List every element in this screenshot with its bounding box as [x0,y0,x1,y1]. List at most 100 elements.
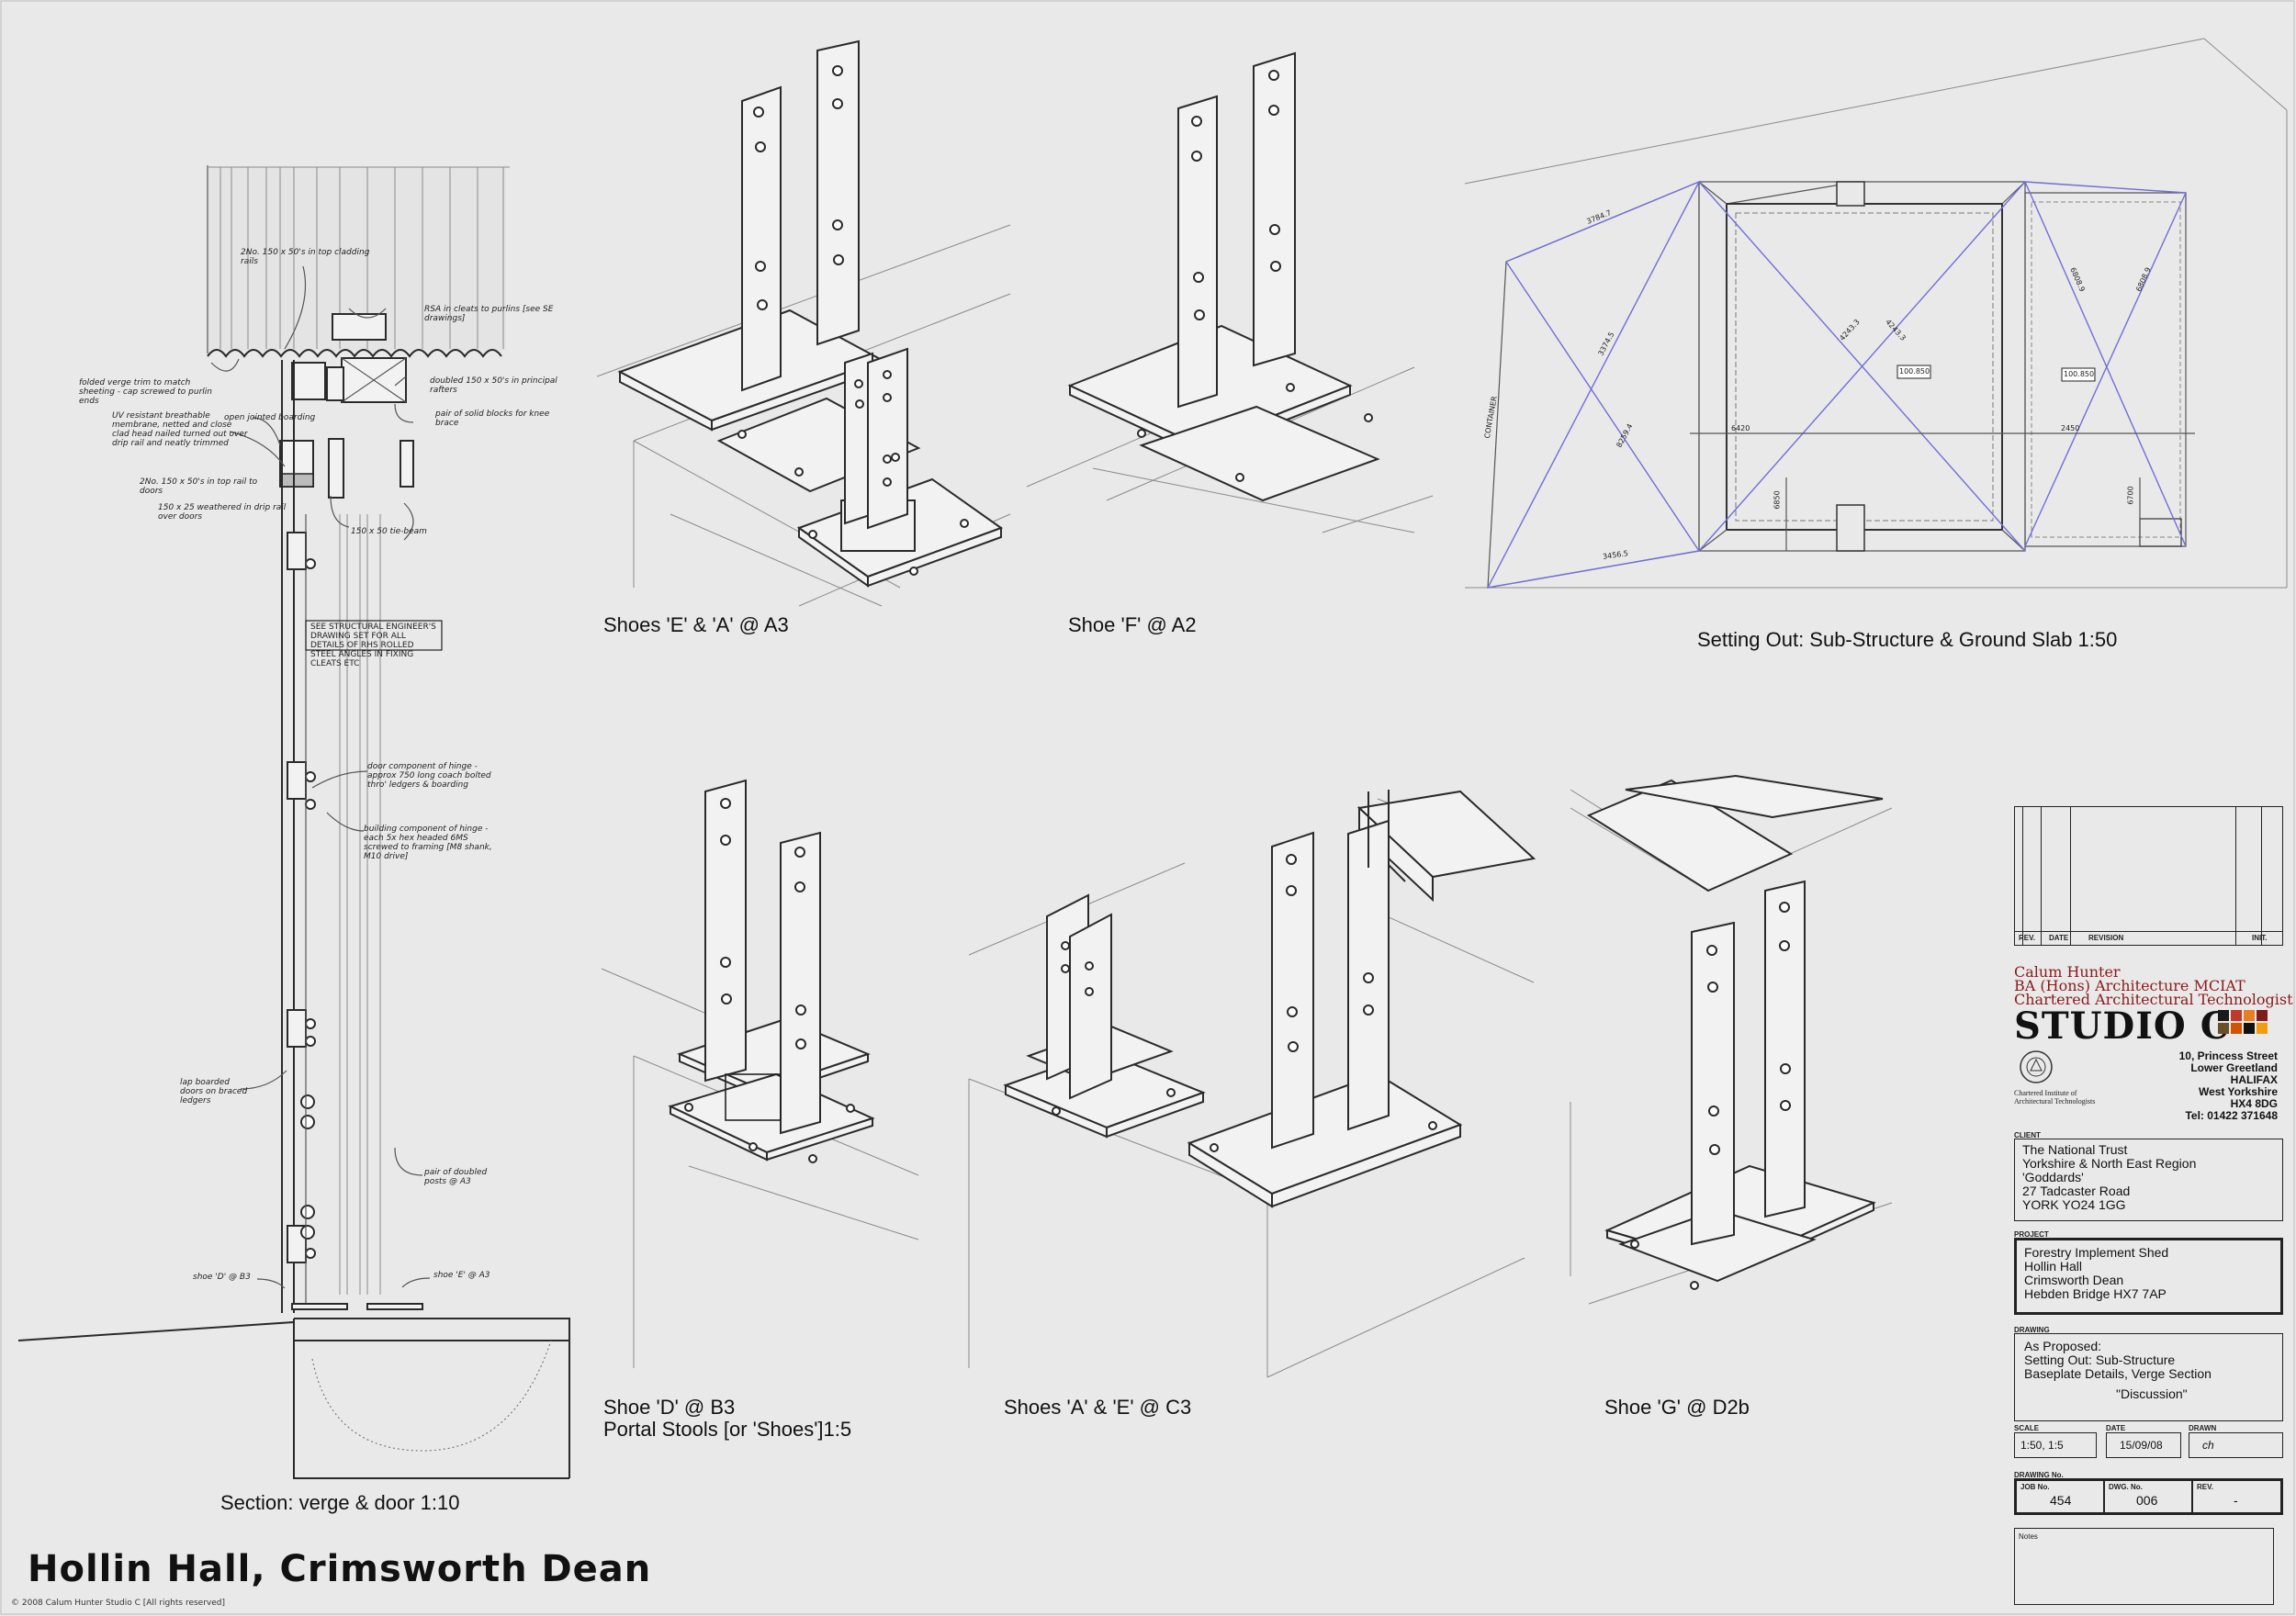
caption-shoe-d-b3: Shoe 'D' @ B3 [603,1396,736,1419]
revision-box: REV. DATE REVISION INIT. [2014,806,2283,946]
shoes-e-a-a3-drawing [596,39,1011,607]
logo-swatch [2257,1023,2268,1034]
init-header: INIT. [2252,934,2268,942]
note-door-hinge: door component of hinge - approx 750 lon… [367,762,491,790]
drawn-box: ch [2189,1432,2283,1458]
address-line: West Yorkshire [2198,1085,2278,1098]
logo-swatch [2218,1010,2229,1021]
drawing-no-label: DRAWING No. [2014,1471,2064,1479]
project-line: Forestry Implement Shed [2024,1245,2169,1260]
note-membrane: UV resistant breathable membrane, netted… [112,411,248,448]
caption-section: Section: verge & door 1:10 [220,1491,460,1514]
address-line: 10, Princess Street [2178,1049,2278,1062]
note-structural-engineer: SEE STRUCTURAL ENGINEER'S DRAWING SET FO… [310,623,436,668]
caption-shoe-f-a2: Shoe 'F' @ A2 [1068,613,1197,636]
note-building-hinge: building component of hinge - each 5x he… [364,825,492,861]
note-tie-beam: 150 x 50 tie-beam [351,527,427,536]
address-line: HX4 8DG [2230,1097,2278,1110]
project-label: PROJECT [2014,1230,2049,1239]
rev-header: REV. [2019,934,2035,942]
note-verge-trim: folded verge trim to match sheeting - ca… [79,378,212,406]
studio-logo-text: STUDIO C [2014,1004,2231,1048]
scale-box: 1:50, 1:5 [2014,1432,2097,1458]
client-box: The National Trust Yorkshire & North Eas… [2014,1139,2283,1221]
shoe-f-a2-drawing [1026,51,1434,533]
ciat-crest-icon [2020,1050,2053,1083]
note-shoe-e: shoe 'E' @ A3 [433,1271,490,1280]
caption-shoes-a-e-c3: Shoes 'A' & 'E' @ C3 [1004,1396,1192,1419]
copyright: © 2008 Calum Hunter Studio C [All rights… [11,1599,226,1608]
dim-label: 2450 [2061,424,2080,432]
drawn-value: ch [2202,1439,2214,1452]
shoe-g-d2b-drawing [1570,774,1893,1305]
client-label: CLIENT [2014,1131,2041,1139]
address-line: HALIFAX [2230,1073,2278,1086]
setting-out-plan-drawing [1464,38,2288,589]
dim-label: 6700 [2126,486,2135,505]
title-block: REV. DATE REVISION INIT. Calum Hunter BA… [2014,806,2293,1610]
caption-shoes-e-a-a3: Shoes 'E' & 'A' @ A3 [603,613,789,636]
shoe-d-b3-drawing [601,779,919,1368]
revision-header: REVISION [2088,934,2124,942]
logo-swatch [2244,1023,2255,1034]
drawing-box: As Proposed: Setting Out: Sub-Structure … [2014,1333,2283,1421]
drawing-label: DRAWING [2014,1326,2050,1334]
drawing-line: Setting Out: Sub-Structure [2024,1352,2176,1367]
note-drip-rail: 150 x 25 weathered in drip rail over doo… [158,503,287,522]
logo-swatch [2257,1010,2268,1021]
job-no-label: JOB No. [2020,1483,2050,1491]
project-box: Forestry Implement Shed Hollin Hall Crim… [2014,1238,2283,1315]
date-value: 15/09/08 [2120,1439,2163,1452]
date-box: 15/09/08 [2106,1432,2181,1458]
project-line: Hebden Bridge HX7 7AP [2024,1286,2167,1301]
drawn-label: DRAWN [2189,1424,2217,1432]
notes-label: Notes [2019,1532,2038,1541]
notes-box: Notes [2014,1528,2274,1605]
scale-value: 1:50, 1:5 [2020,1439,2064,1452]
caption-setting-out: Setting Out: Sub-Structure & Ground Slab… [1697,628,2118,651]
client-line: YORK YO24 1GG [2022,1197,2126,1212]
project-line: Hollin Hall [2024,1259,2083,1274]
client-line: 27 Tadcaster Road [2022,1184,2131,1198]
designer-name: Calum Hunter [2014,963,2121,981]
dim-label: 6420 [1731,424,1750,432]
logo-swatch [2218,1023,2229,1034]
drawing-line: As Proposed: [2024,1339,2102,1353]
institute-name: Chartered Institute of Architectural Tec… [2014,1089,2096,1105]
date-label: DATE [2106,1424,2126,1432]
project-line: Crimsworth Dean [2024,1273,2124,1287]
dim-label: 100.850 [2064,370,2095,378]
note-rsa-cleats: RSA in cleats to purlins [see SE drawing… [424,305,554,323]
rev-label: REV. [2197,1483,2213,1491]
logo-swatch [2244,1010,2255,1021]
drawing-status: "Discussion" [2116,1386,2188,1401]
client-line: Yorkshire & North East Region [2022,1156,2197,1171]
dim-label: 6850 [1773,490,1782,510]
dim-label: 100.850 [1899,367,1930,376]
client-line: The National Trust [2022,1142,2128,1157]
dwg-no-label: DWG. No. [2109,1483,2143,1491]
caption-shoe-g-d2b: Shoe 'G' @ D2b [1604,1396,1750,1419]
dwg-no-value: 006 [2136,1493,2158,1508]
note-solid-blocks: pair of solid blocks for knee brace [435,410,550,428]
drawing-number-box: JOB No. DWG. No. REV. 454 006 - [2014,1478,2283,1515]
address-line: Tel: 01422 371648 [2185,1109,2278,1122]
logo-swatch [2231,1010,2242,1021]
caption-portal-stools: Portal Stools [or 'Shoes']1:5 [603,1418,852,1441]
note-lap-boarded-doors: lap boarded doors on braced ledgers [180,1078,248,1105]
drawing-line: Baseplate Details, Verge Section [2024,1366,2212,1381]
client-line: 'Goddards' [2022,1170,2084,1184]
note-shoe-d: shoe 'D' @ B3 [193,1273,251,1282]
designer-qualification: BA (Hons) Architecture MCIAT [2014,977,2245,994]
logo-swatch [2231,1023,2242,1034]
shoes-a-e-c3-drawing [968,790,1536,1378]
note-principal-rafters: doubled 150 x 50's in principal rafters [430,376,557,395]
note-doubled-posts: pair of doubled posts @ A3 [424,1168,488,1186]
address-line: Lower Greetland [2190,1061,2278,1074]
scale-label: SCALE [2014,1424,2040,1432]
designer-role: Chartered Architectural Technologist [2014,991,2293,1008]
rev-value: - [2234,1493,2238,1508]
note-open-boarding: open jointed boarding [224,413,316,422]
